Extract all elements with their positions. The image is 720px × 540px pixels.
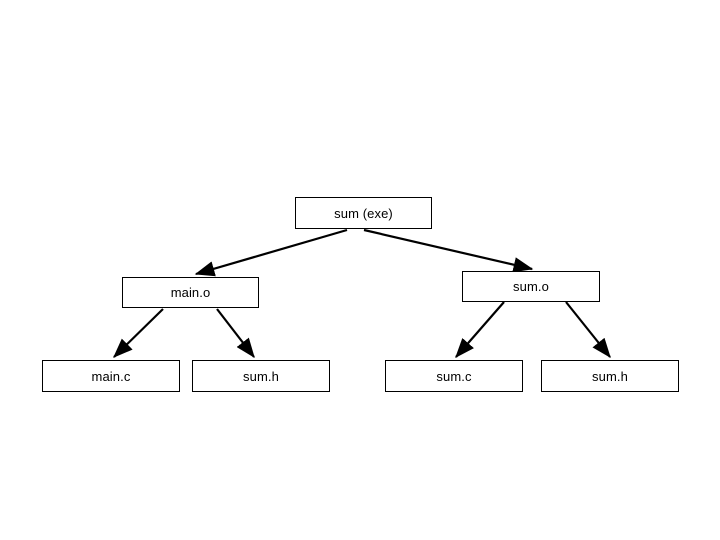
node-sum-o[interactable]: sum.o: [462, 271, 600, 302]
edge-main-o-to-sum-h: [216, 308, 255, 359]
node-label-sum-exe: sum (exe): [334, 205, 393, 221]
node-label-main-c: main.c: [91, 368, 131, 384]
node-sum-c[interactable]: sum.c: [385, 360, 523, 392]
edge-main-o-to-main-c: [113, 308, 164, 358]
edge-sum-o-to-sum-c: [455, 301, 505, 358]
node-sum-h-left[interactable]: sum.h: [192, 360, 330, 392]
node-label-sum-h-left: sum.h: [243, 368, 279, 384]
node-main-o[interactable]: main.o: [122, 277, 259, 308]
node-label-sum-c: sum.c: [436, 368, 472, 384]
node-sum-h-right[interactable]: sum.h: [541, 360, 679, 392]
node-sum-exe[interactable]: sum (exe): [295, 197, 432, 229]
node-label-main-o: main.o: [170, 285, 211, 300]
node-label-sum-h-right: sum.h: [592, 368, 628, 384]
edge-sum-o-to-sum-h: [565, 301, 611, 359]
node-label-sum-o: sum.o: [513, 279, 549, 294]
node-main-c[interactable]: main.c: [42, 360, 180, 392]
edge-sum-exe-to-main-o: [194, 228, 348, 277]
edge-sum-exe-to-sum-o: [363, 228, 534, 273]
